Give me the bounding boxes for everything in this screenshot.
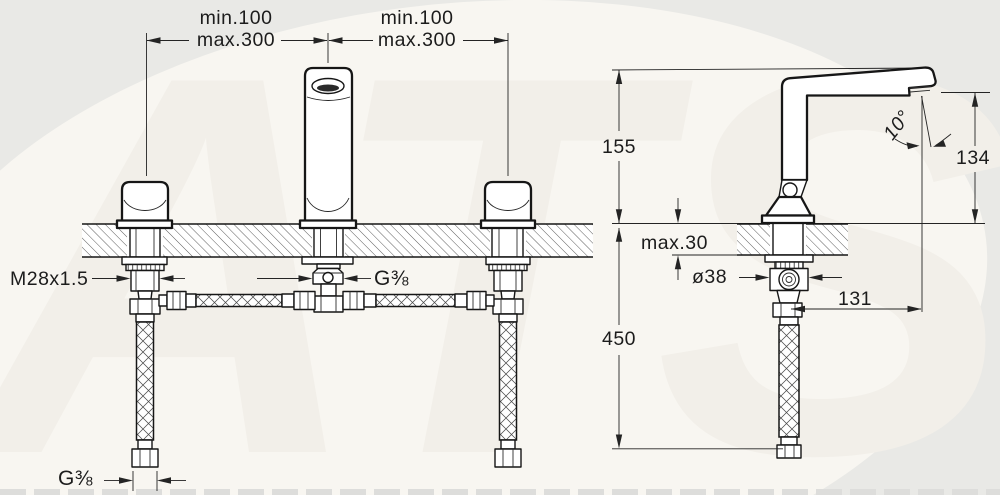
front-right-handle: [479, 180, 537, 468]
dim-left-max: max.300: [197, 29, 275, 51]
front-connection-hoses: [158, 290, 495, 311]
front-view: min.100 max.300 min.100 max.300 M28x1.5 …: [10, 7, 593, 491]
dim-right-max: max.300: [378, 29, 456, 51]
dim-max30: max.30: [641, 232, 708, 254]
side-spout: [760, 66, 937, 256]
side-under-counter-body: [764, 254, 814, 459]
dim-hose-fitting-label: G⅜: [58, 467, 93, 490]
dim-d38: ø38: [692, 266, 727, 288]
dim-131: 131: [838, 288, 872, 310]
dim-left-min: min.100: [200, 7, 273, 29]
aerator-detail: [317, 84, 339, 92]
front-dimensions: min.100 max.300 min.100 max.300 M28x1.5 …: [10, 7, 509, 491]
dim-450: 450: [602, 328, 636, 350]
front-center-spout: [298, 66, 358, 313]
dim-155: 155: [602, 136, 636, 158]
dim-thread-label: M28x1.5: [10, 268, 88, 290]
dim-center-fitting-label: G⅜: [374, 267, 409, 290]
front-left-handle: [115, 180, 174, 468]
dim-right-min: min.100: [381, 7, 454, 29]
bottom-strip: [0, 489, 1000, 495]
dim-134: 134: [956, 147, 990, 169]
